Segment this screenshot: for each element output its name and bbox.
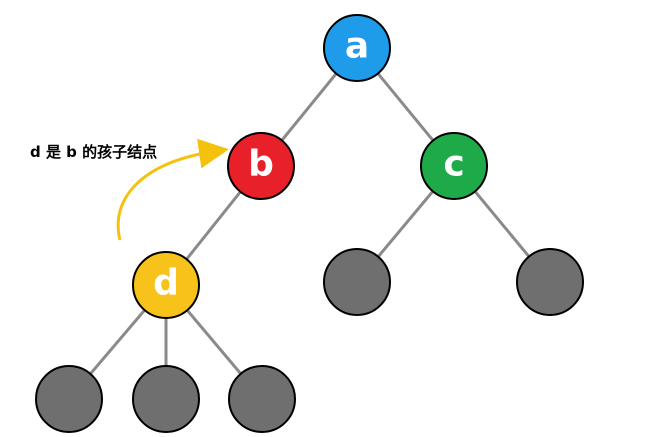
node-c-label: c — [443, 144, 464, 185]
annotation-arrow-icon — [116, 138, 229, 241]
node-c: c — [420, 132, 488, 200]
node-d-circle — [132, 251, 200, 319]
annotation-label: d 是 b 的孩子结点 — [30, 143, 157, 161]
leaf-node-c-1 — [323, 248, 391, 316]
node-a: a — [323, 14, 391, 82]
leaf-node-d-2 — [132, 365, 200, 433]
node-c-circle — [420, 132, 488, 200]
leaf-node-d-1 — [35, 365, 103, 433]
leaf-node-c-2 — [516, 248, 584, 316]
node-b-label: b — [248, 144, 274, 185]
node-d: d — [132, 251, 200, 319]
node-a-label: a — [345, 26, 369, 67]
node-d-label: d — [153, 263, 179, 304]
node-a-circle — [323, 14, 391, 82]
node-b: b — [227, 132, 295, 200]
leaf-node-d-3 — [228, 365, 296, 433]
